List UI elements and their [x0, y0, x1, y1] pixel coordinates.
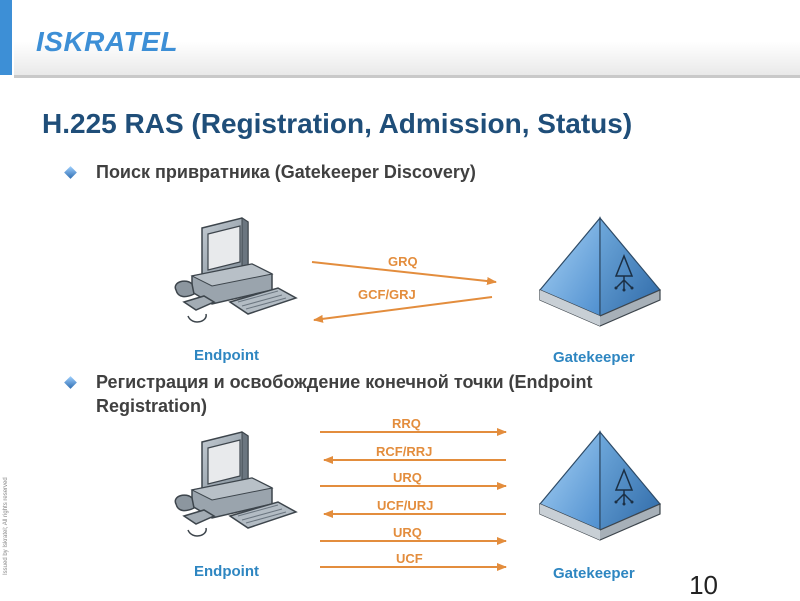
logo-text-iskra: ISKRA	[36, 26, 124, 57]
msg-label-urq: URQ	[393, 470, 422, 485]
msg-label-rrq: RRQ	[392, 416, 421, 431]
page-number: 10	[689, 570, 718, 600]
header-accent-bar	[0, 0, 12, 75]
logo-text-tel: TEL	[123, 26, 178, 57]
slide-title: H.225 RAS (Registration, Admission, Stat…	[42, 108, 633, 139]
gatekeeper-pyramid-icon	[539, 431, 661, 541]
grq-arrow	[311, 261, 497, 286]
gatekeeper-label: Gatekeeper	[553, 349, 635, 366]
gcf-grj-arrow	[313, 296, 493, 323]
bullet-text-registration-line1: Регистрация и освобождение конечной точк…	[96, 372, 593, 392]
msg-label-ucf-urj: UCF/URJ	[377, 498, 433, 513]
header-band	[14, 0, 800, 75]
header-divider	[14, 75, 800, 78]
iskratel-logo: ISKRATEL	[36, 28, 178, 56]
endpoint-computer-icon	[174, 217, 297, 323]
bullet-text-registration-line2: Registration)	[96, 396, 208, 416]
endpoint-label: Endpoint	[194, 563, 259, 580]
msg-label-urq-2: URQ	[393, 525, 422, 540]
msg-label-ucf: UCF	[396, 551, 423, 566]
endpoint-computer-icon	[174, 431, 297, 537]
msg-label-grq: GRQ	[388, 254, 418, 269]
gatekeeper-label: Gatekeeper	[553, 565, 635, 582]
msg-label-gcf-grj: GCF/GRJ	[358, 287, 416, 302]
bullet-text-discovery: Поиск привратника (Gatekeeper Discovery)	[96, 162, 476, 182]
endpoint-label: Endpoint	[194, 347, 259, 364]
gatekeeper-pyramid-icon	[539, 217, 661, 327]
bullet-text-registration: Регистрация и освобождение конечной точк…	[96, 370, 593, 418]
msg-label-rcf-rrj: RCF/RRJ	[376, 444, 432, 459]
